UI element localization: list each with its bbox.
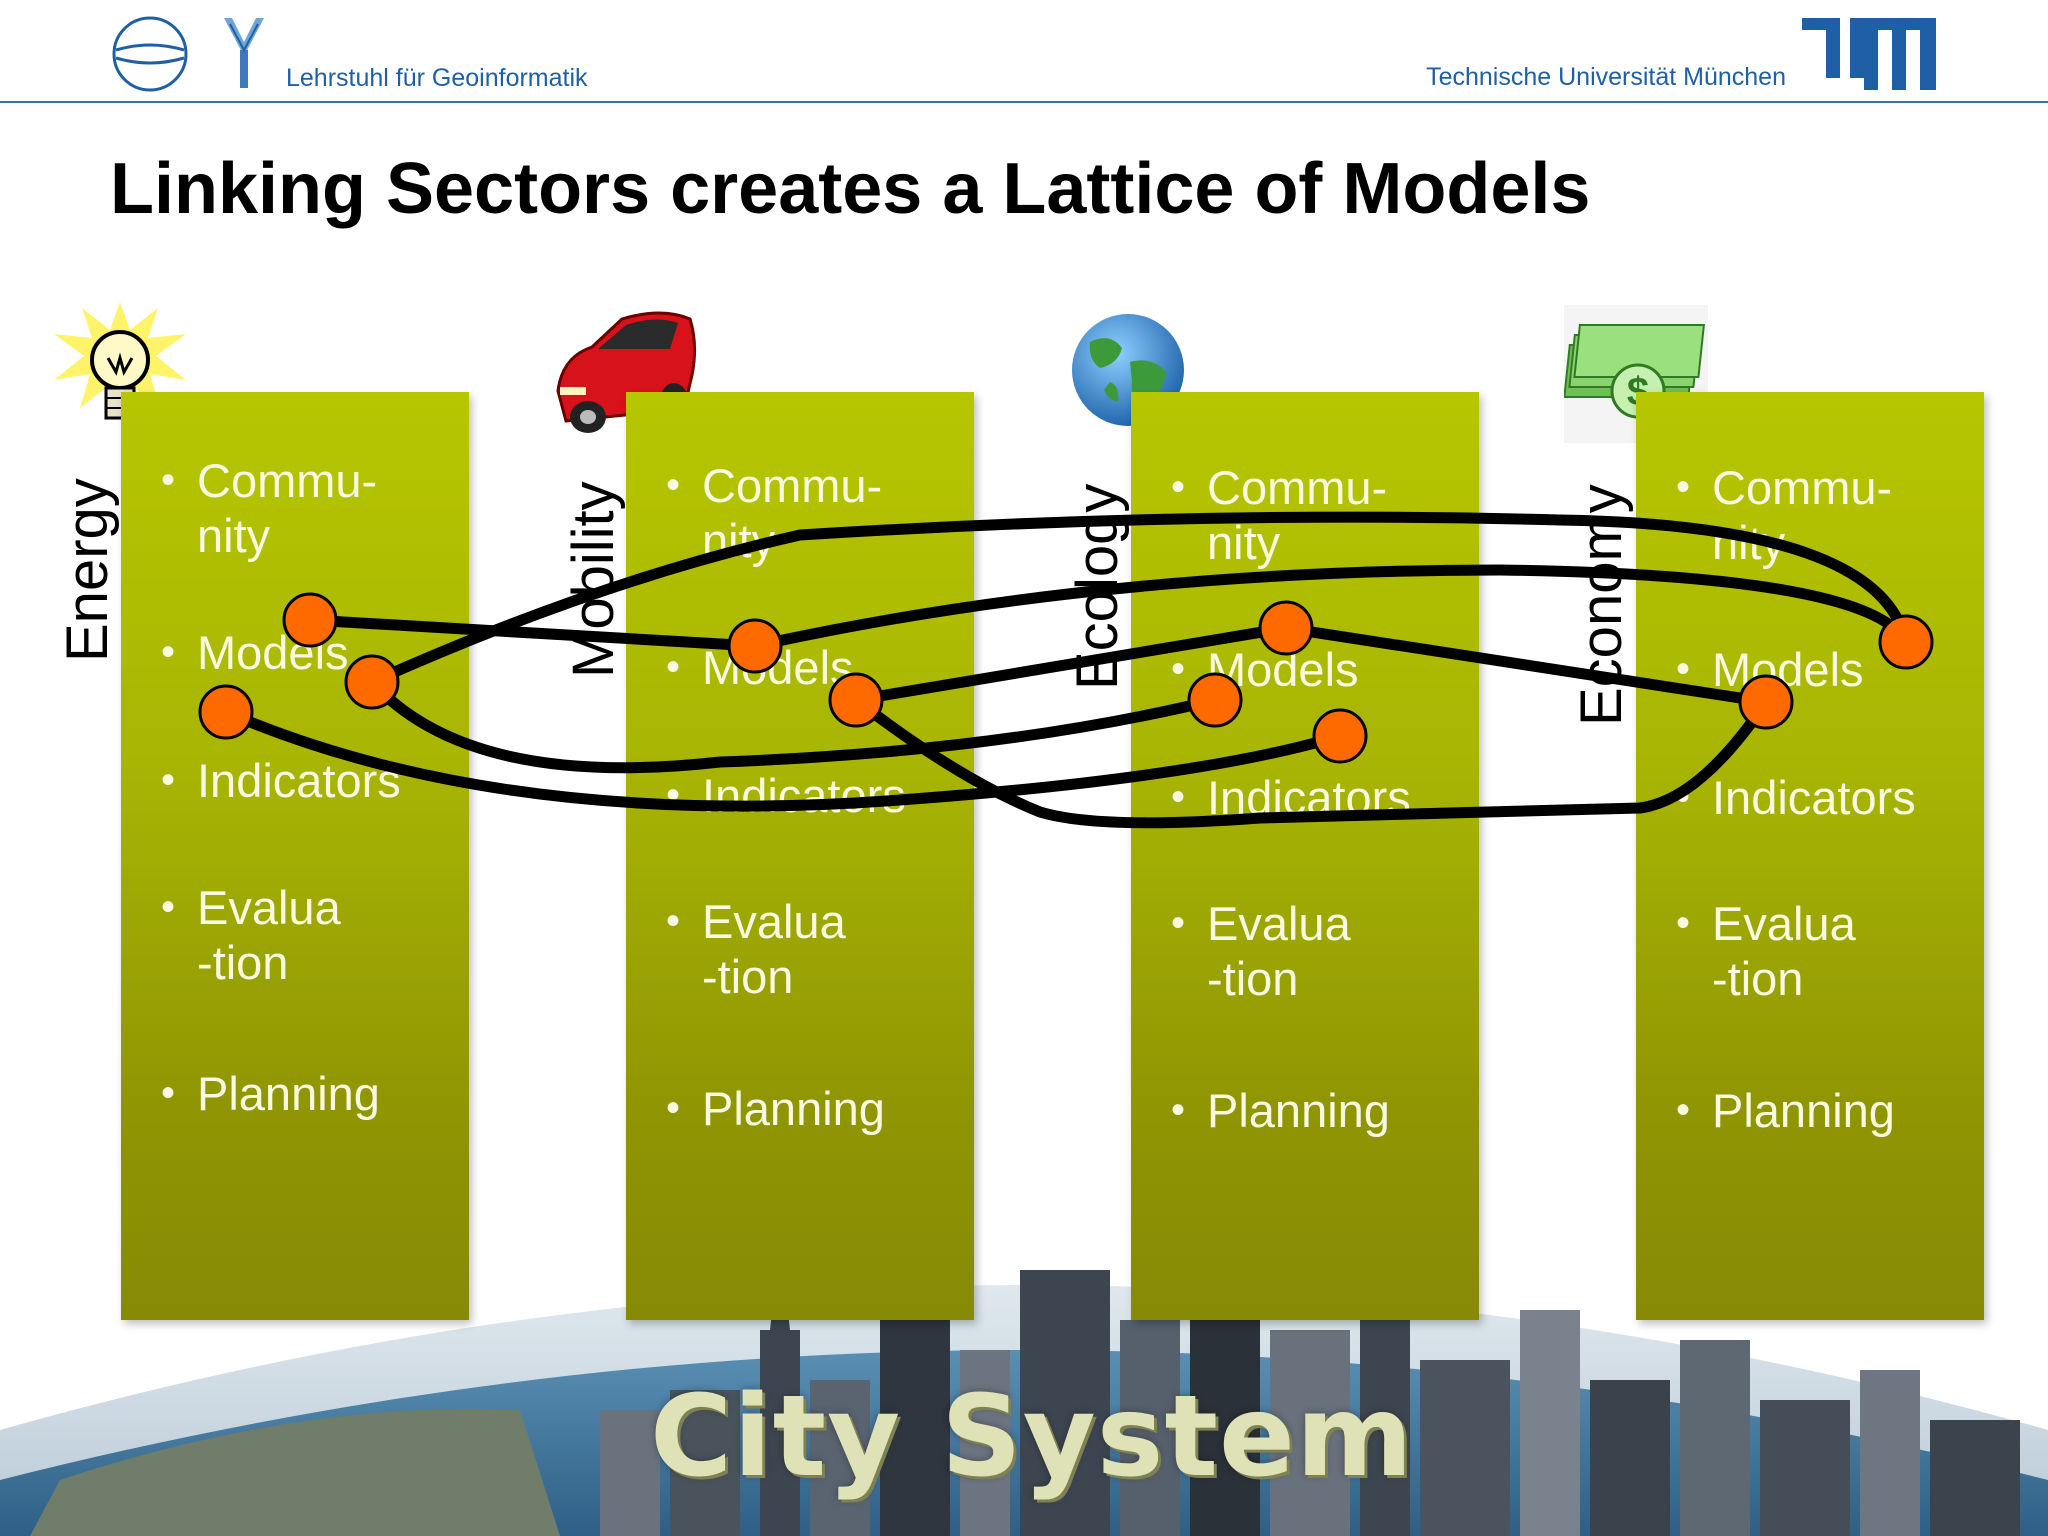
list-item: •Planning <box>1676 1084 1895 1137</box>
list-item: •Indicators <box>161 754 401 807</box>
list-item: •Evalua -tion <box>161 881 341 989</box>
list-item: •Commu- nity <box>161 454 378 562</box>
list-item: •Evalua -tion <box>666 895 846 1003</box>
list-item: •Planning <box>1171 1084 1390 1137</box>
university-name: Technische Universität München <box>1426 63 1786 91</box>
sector-column-economy: •Commu- nity •Models •Indicators •Evalua… <box>1636 392 1984 1320</box>
sector-label-mobility: Mobility <box>561 481 626 678</box>
list-item: •Indicators <box>1171 771 1411 824</box>
chair-logo <box>112 16 188 92</box>
slide-title: Linking Sectors creates a Lattice of Mod… <box>110 149 1591 229</box>
list-item: •Commu- nity <box>666 459 883 567</box>
list-item: •Commu- nity <box>1676 461 1893 569</box>
list-item: •Commu- nity <box>1171 461 1388 569</box>
sector-column-energy: •Commu- nity •Models •Indicators •Evalua… <box>121 392 469 1320</box>
list-item: •Models <box>666 641 854 694</box>
sector-label-economy: Economy <box>1569 484 1634 726</box>
city-system-label: City System <box>650 1372 1414 1502</box>
sector-label-ecology: Ecology <box>1065 483 1130 690</box>
chair-name: Lehrstuhl für Geoinformatik <box>286 64 588 92</box>
faculty-logo <box>224 18 264 88</box>
sector-label-energy: Energy <box>55 478 120 662</box>
list-item: •Models <box>1676 643 1864 696</box>
list-item: •Models <box>1171 643 1359 696</box>
list-item: •Models <box>161 626 349 679</box>
list-item: •Indicators <box>666 769 906 822</box>
sector-column-ecology: •Commu- nity •Models •Indicators •Evalua… <box>1131 392 1479 1320</box>
tum-logo <box>1802 18 1936 90</box>
list-item: •Planning <box>161 1067 380 1120</box>
list-item: •Indicators <box>1676 771 1916 824</box>
sector-column-mobility: •Commu- nity •Models •Indicators •Evalua… <box>626 392 974 1320</box>
list-item: •Evalua -tion <box>1676 897 1856 1005</box>
city-panorama-image <box>0 1240 2048 1536</box>
list-item: •Planning <box>666 1082 885 1135</box>
list-item: •Evalua -tion <box>1171 897 1351 1005</box>
header-divider <box>0 101 2048 103</box>
